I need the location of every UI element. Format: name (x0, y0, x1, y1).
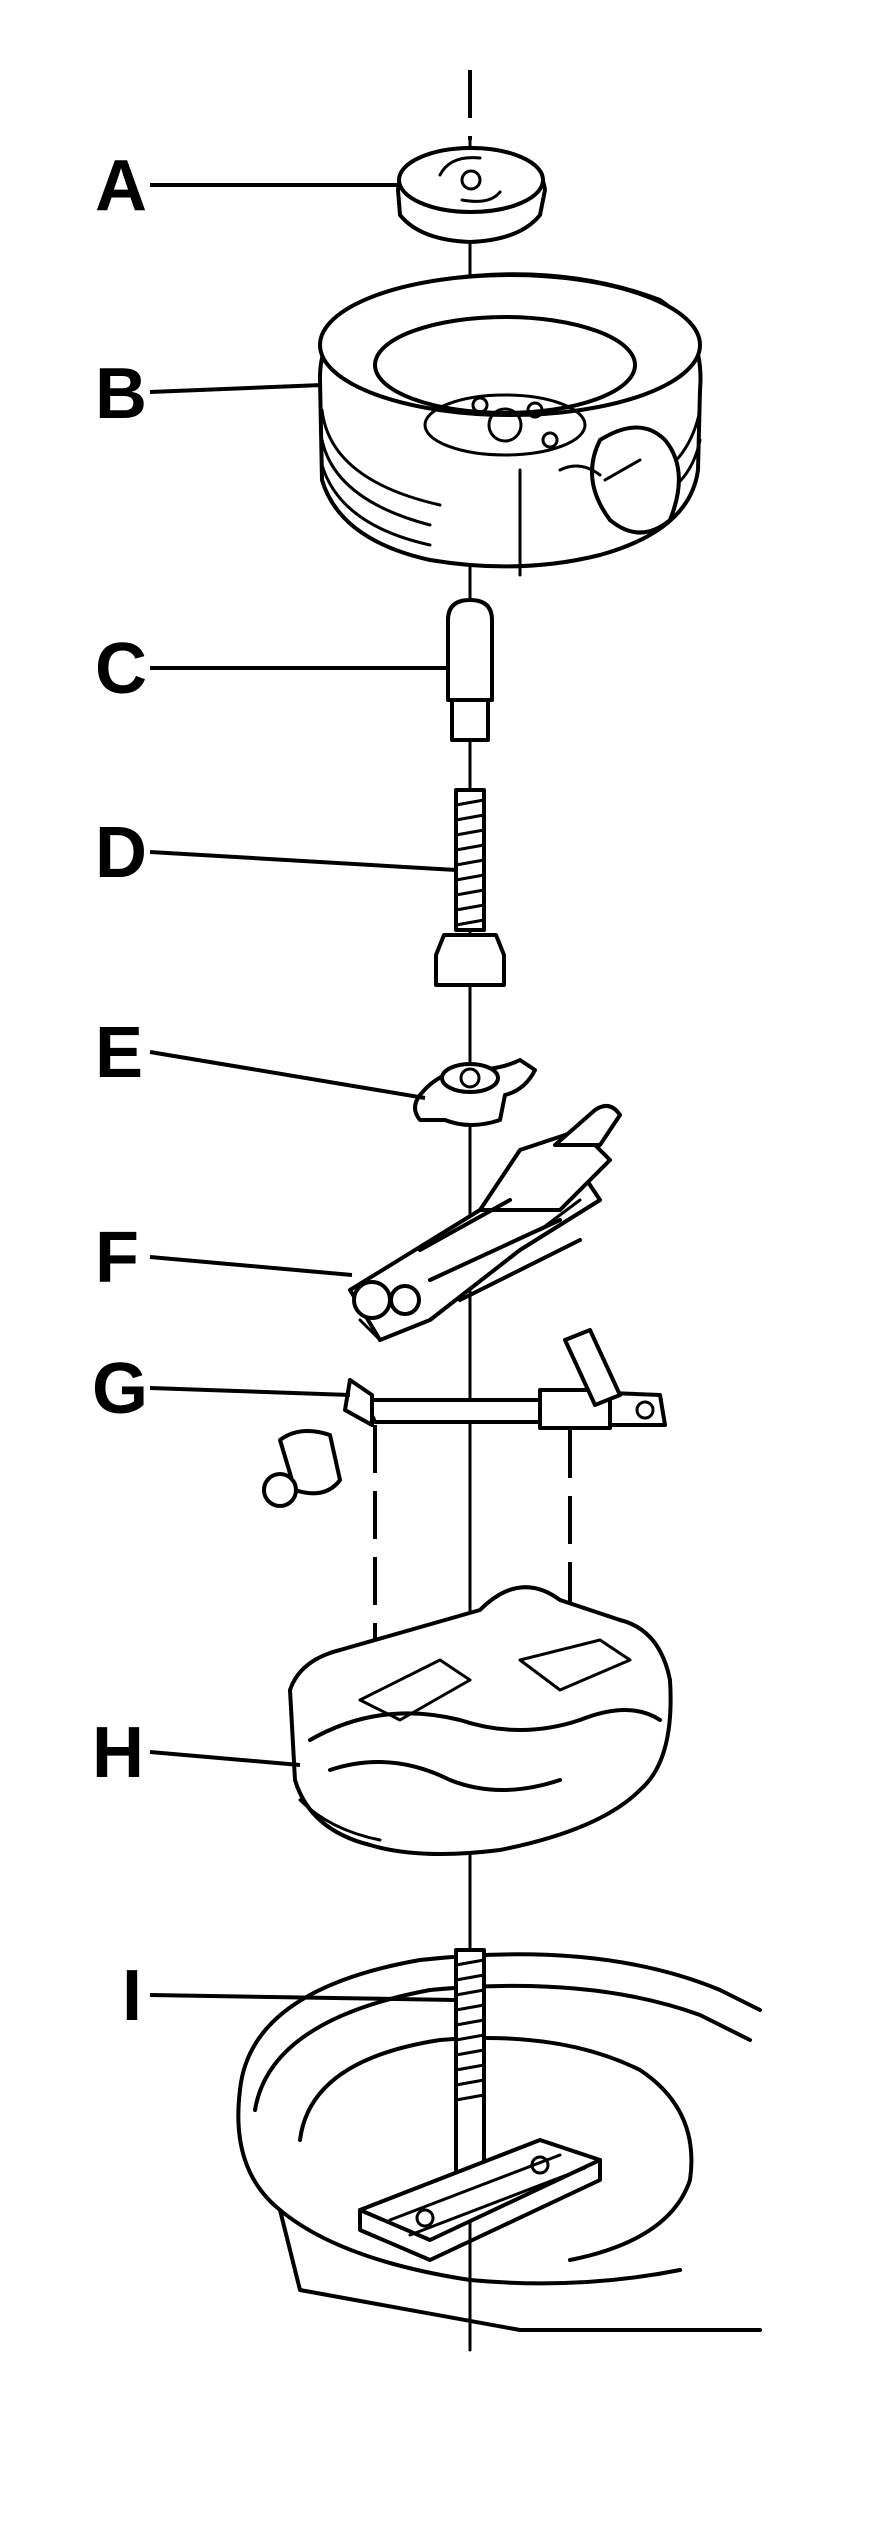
part-b-spare-tire (317, 272, 703, 577)
label-i: I (122, 1956, 142, 2036)
label-g: G (92, 1349, 148, 1429)
label-c: C (95, 629, 147, 709)
part-f-jack (348, 1104, 622, 1342)
leader-lines (149, 183, 457, 2002)
label-a: A (95, 146, 147, 226)
callout-labels: A B C D E F G H I (92, 146, 148, 2036)
part-d-bolt (434, 788, 506, 987)
label-b: B (95, 354, 147, 434)
label-e: E (95, 1013, 143, 1093)
label-f: F (95, 1218, 139, 1298)
label-h: H (92, 1713, 144, 1793)
part-a-retainer (396, 146, 547, 244)
part-e-wing-nut (413, 1058, 537, 1127)
part-i-stud-bracket (236, 1948, 762, 2332)
label-d: D (95, 813, 147, 893)
part-c-spacer (446, 598, 494, 742)
part-h-tray (288, 1585, 673, 1856)
